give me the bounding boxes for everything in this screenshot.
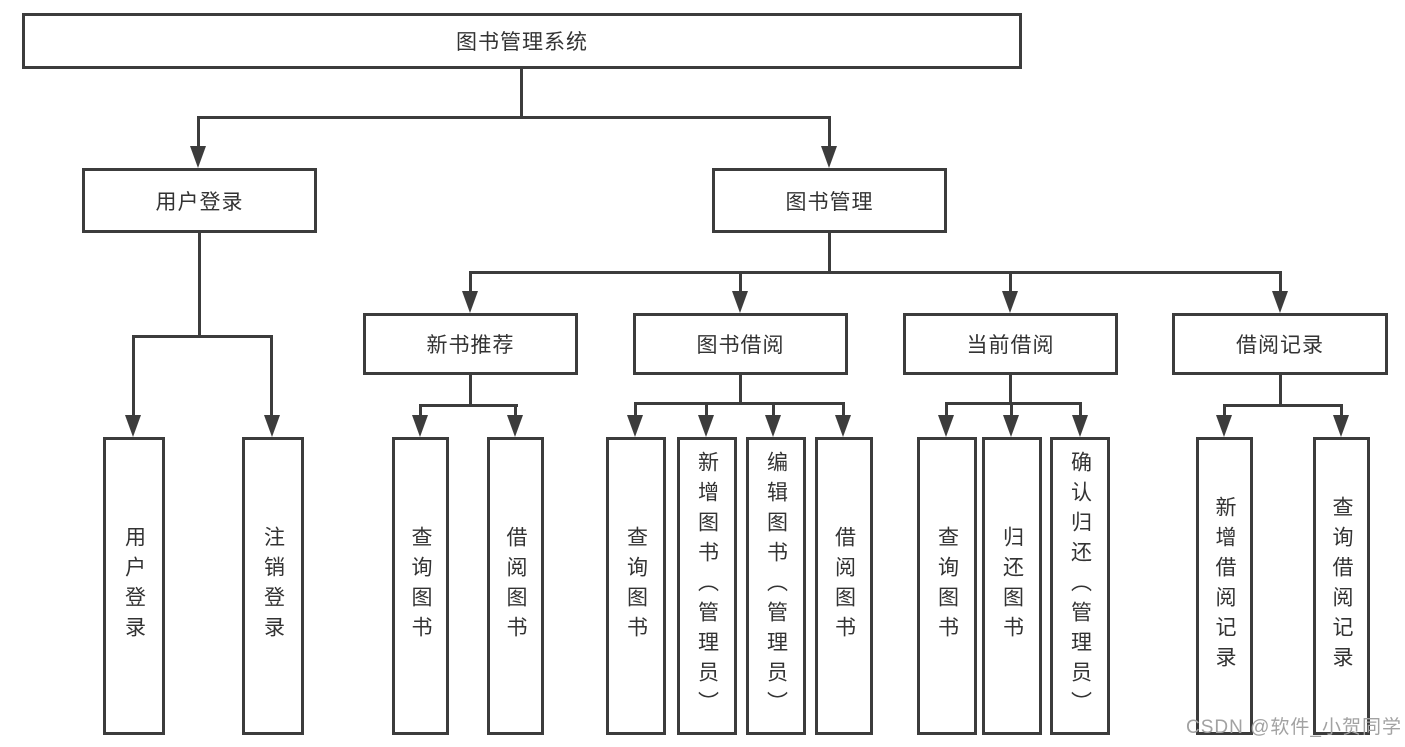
connector-line bbox=[514, 404, 517, 418]
arrow-down-icon bbox=[1072, 415, 1088, 437]
leaf-user-login: 用户登录 bbox=[103, 437, 165, 735]
arrow-down-icon bbox=[1003, 415, 1019, 437]
arrow-down-icon bbox=[698, 415, 714, 437]
node-label: 查询借阅记录 bbox=[1330, 496, 1353, 676]
connector-line bbox=[772, 402, 775, 418]
connector-line bbox=[828, 116, 831, 148]
node-label: 图书管理 bbox=[785, 190, 874, 214]
connector-line bbox=[634, 402, 637, 418]
connector-line bbox=[520, 69, 523, 119]
connector-line bbox=[1279, 375, 1282, 406]
node-label: 图书管理系统 bbox=[456, 31, 588, 54]
node-label: 用户登录 bbox=[155, 190, 244, 214]
connector-line bbox=[1009, 271, 1012, 293]
node-label: 新书推荐 bbox=[426, 334, 515, 357]
connector-line bbox=[132, 335, 273, 338]
leaf-confirm-return-admin: 确认归还（管理员） bbox=[1050, 437, 1110, 735]
leaf-query-book-borrow: 查询图书 bbox=[606, 437, 666, 735]
arrow-down-icon bbox=[821, 146, 837, 168]
connector-line bbox=[1009, 375, 1012, 404]
arrow-down-icon bbox=[627, 415, 643, 437]
node-label: 借阅图书 bbox=[504, 526, 527, 646]
connector-line bbox=[842, 402, 845, 418]
arrow-down-icon bbox=[507, 415, 523, 437]
node-label: 查询图书 bbox=[409, 526, 432, 646]
connector-line bbox=[945, 402, 1082, 405]
node-label: 用户登录 bbox=[122, 526, 146, 646]
leaf-query-borrow-record: 查询借阅记录 bbox=[1313, 437, 1370, 735]
arrow-down-icon bbox=[938, 415, 954, 437]
arrow-down-icon bbox=[1216, 415, 1232, 437]
node-book-management: 图书管理 bbox=[712, 168, 947, 233]
connector-line bbox=[739, 375, 742, 404]
arrow-down-icon bbox=[125, 415, 141, 437]
connector-line bbox=[132, 335, 135, 419]
leaf-query-book-current: 查询图书 bbox=[917, 437, 977, 735]
connector-line bbox=[469, 375, 472, 406]
node-label: 归还图书 bbox=[1000, 526, 1024, 646]
node-label: 查询图书 bbox=[624, 526, 648, 646]
node-label: 查询图书 bbox=[935, 526, 959, 646]
node-label: 图书借阅 bbox=[696, 334, 785, 357]
connector-line bbox=[634, 402, 845, 405]
leaf-borrow-book-recommend: 借阅图书 bbox=[487, 437, 544, 735]
node-label: 借阅图书 bbox=[832, 526, 856, 646]
connector-line bbox=[705, 402, 708, 418]
connector-line bbox=[419, 404, 518, 407]
node-label: 新增图书（管理员） bbox=[695, 451, 719, 721]
connector-line bbox=[1223, 404, 1226, 418]
node-library-management-system: 图书管理系统 bbox=[22, 13, 1022, 69]
connector-line bbox=[197, 116, 831, 119]
node-label: 编辑图书（管理员） bbox=[764, 451, 788, 721]
node-borrow-record: 借阅记录 bbox=[1172, 313, 1388, 375]
leaf-add-borrow-record: 新增借阅记录 bbox=[1196, 437, 1253, 735]
node-user-login: 用户登录 bbox=[82, 168, 317, 233]
connector-line bbox=[419, 404, 422, 418]
node-label: 当前借阅 bbox=[966, 334, 1055, 357]
connector-line bbox=[1223, 404, 1343, 407]
arrow-down-icon bbox=[264, 415, 280, 437]
connector-line bbox=[739, 271, 742, 293]
leaf-add-book-admin: 新增图书（管理员） bbox=[677, 437, 737, 735]
connector-line bbox=[945, 402, 948, 418]
csdn-watermark: CSDN @软件_小贺同学 bbox=[1186, 717, 1402, 738]
arrow-down-icon bbox=[765, 415, 781, 437]
node-label: 新增借阅记录 bbox=[1213, 496, 1236, 676]
connector-line bbox=[1010, 402, 1013, 418]
leaf-edit-book-admin: 编辑图书（管理员） bbox=[746, 437, 806, 735]
leaf-query-book-recommend: 查询图书 bbox=[392, 437, 449, 735]
connector-line bbox=[198, 233, 201, 337]
leaf-logout: 注销登录 bbox=[242, 437, 304, 735]
connector-line bbox=[270, 335, 273, 419]
node-label: 注销登录 bbox=[261, 526, 285, 646]
node-current-borrow: 当前借阅 bbox=[903, 313, 1118, 375]
node-new-book-recommend: 新书推荐 bbox=[363, 313, 578, 375]
arrow-down-icon bbox=[190, 146, 206, 168]
connector-line bbox=[1340, 404, 1343, 418]
arrow-down-icon bbox=[1002, 291, 1018, 313]
node-label: 确认归还（管理员） bbox=[1068, 451, 1092, 721]
connector-line bbox=[1079, 402, 1082, 418]
connector-line bbox=[1279, 271, 1282, 293]
node-book-borrow: 图书借阅 bbox=[633, 313, 848, 375]
connector-line bbox=[197, 116, 200, 148]
leaf-return-book: 归还图书 bbox=[982, 437, 1042, 735]
arrow-down-icon bbox=[1333, 415, 1349, 437]
connector-line bbox=[469, 271, 472, 293]
arrow-down-icon bbox=[412, 415, 428, 437]
arrow-down-icon bbox=[1272, 291, 1288, 313]
leaf-borrow-book: 借阅图书 bbox=[815, 437, 873, 735]
arrow-down-icon bbox=[732, 291, 748, 313]
node-label: 借阅记录 bbox=[1236, 334, 1324, 357]
connector-line bbox=[828, 233, 831, 273]
arrow-down-icon bbox=[835, 415, 851, 437]
arrow-down-icon bbox=[462, 291, 478, 313]
connector-line bbox=[469, 271, 1282, 274]
